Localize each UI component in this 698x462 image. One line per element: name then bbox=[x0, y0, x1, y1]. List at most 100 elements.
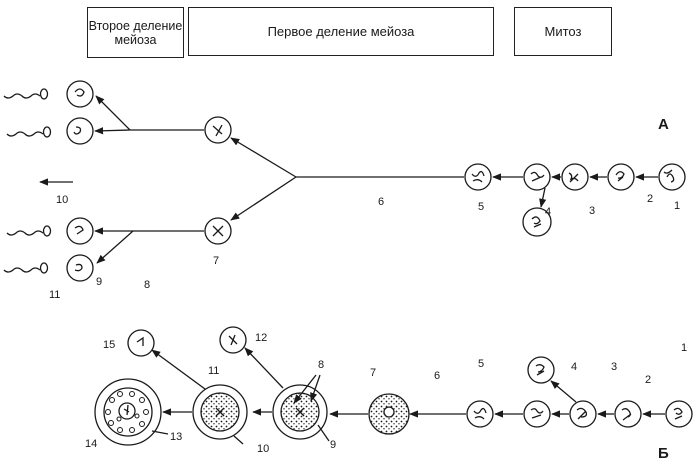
b-cell-9-outer bbox=[272, 384, 328, 440]
b-label-15: 15 bbox=[103, 339, 115, 351]
header-mitosis: Митоз bbox=[514, 7, 612, 56]
b-chromosome-3 bbox=[576, 407, 588, 420]
a-spermatid-2 bbox=[66, 117, 94, 145]
b-polar-body-15-chr bbox=[136, 336, 144, 346]
b-label-13: 13 bbox=[170, 431, 182, 443]
a-chromosome-4b bbox=[531, 216, 542, 228]
a-chromosome-5 bbox=[471, 170, 485, 183]
a-cell-5 bbox=[464, 163, 492, 191]
a-chromosome-1 bbox=[663, 169, 675, 183]
a-chromosome-sec-lower bbox=[212, 225, 224, 237]
a-label-6: 6 bbox=[378, 196, 384, 208]
panel-a-letter: А bbox=[658, 116, 669, 133]
a-cell-secondary-lower bbox=[204, 217, 232, 245]
a-sperm-head-4 bbox=[39, 262, 49, 274]
a-cell-3 bbox=[561, 163, 589, 191]
b-chromosome-2 bbox=[621, 408, 632, 421]
b-leader-9 bbox=[317, 424, 330, 442]
a-cell-2 bbox=[607, 163, 635, 191]
b-pointer-8a bbox=[293, 374, 317, 404]
b-label-6: 6 bbox=[434, 370, 440, 382]
b-label-1: 1 bbox=[681, 342, 687, 354]
a-chromosome-sec-upper bbox=[212, 124, 223, 137]
a-label-11: 11 bbox=[49, 289, 60, 301]
a-sperm-tail-2 bbox=[6, 131, 44, 137]
a-sperm-head-1 bbox=[39, 88, 49, 100]
b-ovum-14-inner bbox=[103, 387, 153, 437]
a-label-1: 1 bbox=[674, 200, 680, 212]
panel-a-labels: 1 2 3 4 5 6 7 8 9 10 11 А bbox=[49, 116, 680, 301]
b-cell-1 bbox=[665, 400, 693, 428]
a-spermatid-1 bbox=[66, 80, 94, 108]
b-label-10: 10 bbox=[257, 443, 269, 455]
header-second-meiotic-division: Второе деление мейоза bbox=[87, 7, 184, 58]
b-polar-body-12-chr bbox=[228, 334, 238, 346]
b-chromosome-3b bbox=[535, 364, 545, 376]
b-label-3: 3 bbox=[611, 361, 617, 373]
b-leader-13 bbox=[151, 430, 169, 435]
a-sperm-tail-4 bbox=[3, 267, 41, 273]
a-chromosome-3 bbox=[568, 172, 579, 183]
b-label-9: 9 bbox=[330, 439, 336, 451]
b-cell-4 bbox=[523, 400, 551, 428]
a-arrow-upper-2 bbox=[94, 127, 131, 135]
a-label-7: 7 bbox=[213, 255, 219, 267]
b-ovum-14-chromosome bbox=[123, 404, 130, 416]
a-chromosome-2 bbox=[615, 171, 625, 182]
b-label-2: 2 bbox=[645, 374, 651, 386]
a-spermatid-chr-1 bbox=[74, 88, 85, 97]
a-arrow-upper-1 bbox=[95, 95, 131, 131]
a-cell-secondary-upper bbox=[204, 116, 232, 144]
b-label-11: 11 bbox=[208, 365, 219, 377]
a-label-3: 3 bbox=[589, 205, 595, 217]
a-arrow-4-branch bbox=[539, 187, 547, 208]
panel-b bbox=[94, 326, 693, 446]
a-label-8: 8 bbox=[144, 279, 150, 291]
b-chromosome-4 bbox=[530, 408, 544, 419]
a-sperm-head-2 bbox=[42, 126, 52, 138]
b-label-4: 4 bbox=[571, 361, 577, 373]
b-cell-5 bbox=[466, 400, 494, 428]
a-cell-4-daughter bbox=[522, 207, 552, 237]
panel-b-letter: Б bbox=[658, 445, 669, 462]
b-cell-2 bbox=[614, 400, 642, 428]
header-first-meiotic-division: Первое деление мейоза bbox=[188, 7, 494, 56]
b-cell-11-chromosome bbox=[215, 407, 225, 417]
a-spermatid-chr-2 bbox=[73, 126, 82, 135]
a-label-2: 2 bbox=[647, 193, 653, 205]
a-spermatid-3 bbox=[66, 217, 94, 245]
a-sperm-tail-1 bbox=[3, 93, 41, 99]
a-fork-upper bbox=[230, 137, 297, 178]
a-sperm-head-3 bbox=[42, 225, 52, 237]
a-label-5: 5 bbox=[478, 201, 484, 213]
b-cell-3-daughter bbox=[527, 356, 555, 384]
b-polar-body-15 bbox=[127, 329, 155, 357]
a-cell-1 bbox=[658, 163, 686, 191]
b-label-5: 5 bbox=[478, 358, 484, 370]
a-label-10: 10 bbox=[56, 194, 68, 206]
a-spermatid-4 bbox=[66, 254, 94, 282]
a-arrow-lower-2 bbox=[96, 230, 134, 264]
b-label-8: 8 bbox=[318, 359, 324, 371]
a-fork-lower bbox=[230, 176, 297, 221]
b-polar-body-12 bbox=[219, 326, 247, 354]
panel-b-labels: 1 2 3 4 5 6 7 8 9 10 11 12 13 14 15 Б bbox=[85, 332, 687, 462]
a-spermatid-chr-4 bbox=[74, 263, 83, 272]
a-cell-4 bbox=[523, 163, 551, 191]
b-label-7: 7 bbox=[370, 367, 376, 379]
b-cell-11-outer bbox=[192, 384, 248, 440]
b-arrow-3-branch bbox=[550, 380, 577, 403]
a-label-9: 9 bbox=[96, 276, 102, 288]
a-sperm-tail-3 bbox=[6, 230, 44, 236]
b-label-12: 12 bbox=[255, 332, 267, 344]
b-label-14: 14 bbox=[85, 438, 97, 450]
b-leader-10 bbox=[233, 435, 244, 445]
b-arrow-11-15 bbox=[151, 349, 206, 390]
a-label-4: 4 bbox=[545, 206, 551, 218]
a-spermatid-chr-3 bbox=[74, 225, 84, 235]
b-pointer-8b bbox=[310, 374, 321, 402]
b-cell-3 bbox=[569, 400, 597, 428]
a-chromosome-4 bbox=[530, 171, 545, 182]
b-cell-9-chromosome bbox=[295, 407, 305, 417]
